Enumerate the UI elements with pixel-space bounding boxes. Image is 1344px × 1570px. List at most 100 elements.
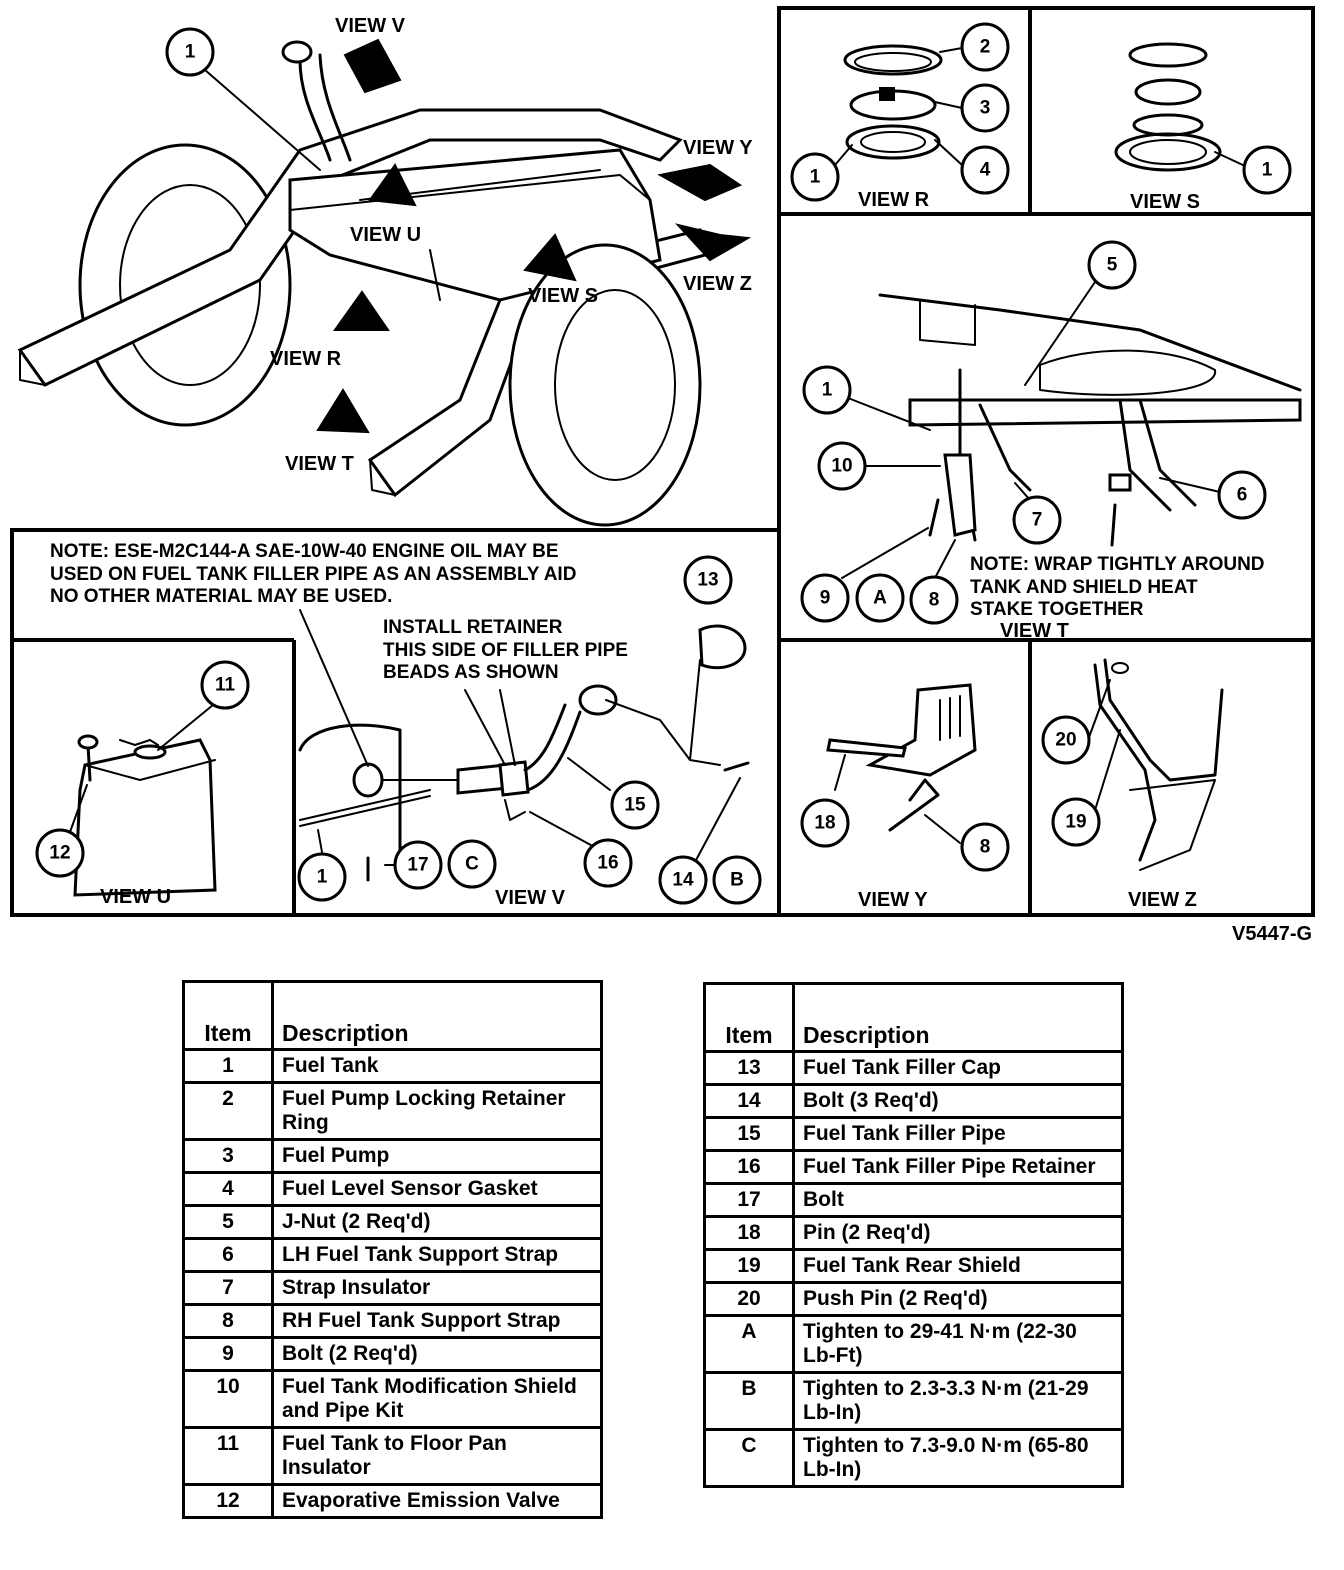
item-description: Strap Insulator (271, 1270, 603, 1306)
item-number: A (703, 1314, 795, 1374)
svg-text:20: 20 (1055, 730, 1076, 751)
svg-text:15: 15 (624, 795, 646, 816)
item-number: 19 (703, 1248, 795, 1284)
item-description: Bolt (3 Req'd) (792, 1083, 1124, 1119)
label-view-y: VIEW Y (858, 889, 928, 911)
svg-text:4: 4 (980, 160, 991, 181)
arrow-view-r (333, 290, 390, 331)
callout-15-view-v: 15 (610, 780, 660, 830)
callout-1-view-v: 1 (297, 852, 347, 902)
item-number: 18 (703, 1215, 795, 1251)
svg-text:12: 12 (49, 843, 70, 864)
note-retainer-line1: INSTALL RETAINER (383, 617, 563, 638)
callout-4-view-r: 4 (960, 145, 1010, 195)
callout-1-view-t: 1 (802, 365, 852, 415)
label-view-u-main: VIEW U (350, 224, 421, 246)
callout-12-view-u: 12 (35, 828, 85, 878)
item-description: Tighten to 2.3-3.3 N·m (21-29 Lb-In) (792, 1371, 1124, 1431)
item-description: Tighten to 29-41 N·m (22-30 Lb-Ft) (792, 1314, 1124, 1374)
item-description: Evaporative Emission Valve (271, 1483, 603, 1519)
callout-5-view-t: 5 (1087, 240, 1137, 290)
svg-text:10: 10 (831, 456, 852, 477)
svg-text:13: 13 (697, 570, 718, 591)
header-item: Item (182, 980, 274, 1051)
view-r-drawing (834, 44, 963, 166)
callout-11-view-u: 11 (200, 660, 250, 710)
svg-text:1: 1 (822, 380, 833, 401)
callout-8-view-y: 8 (960, 822, 1010, 872)
frame-bottom-right (777, 638, 1315, 917)
svg-text:A: A (873, 588, 887, 609)
item-description: Fuel Tank Rear Shield (792, 1248, 1124, 1284)
arrow-view-z (675, 223, 752, 262)
item-number: 20 (703, 1281, 795, 1317)
label-view-s: VIEW S (1130, 191, 1200, 213)
note-oil-line3: NO OTHER MATERIAL MAY BE USED. (50, 586, 392, 607)
header-item: Item (703, 982, 795, 1053)
item-description: Fuel Level Sensor Gasket (271, 1171, 603, 1207)
svg-text:8: 8 (980, 837, 991, 858)
item-description: Tighten to 7.3-9.0 N·m (65-80 Lb-In) (792, 1428, 1124, 1488)
callout-c-view-v: C (447, 839, 497, 889)
item-number: 7 (182, 1270, 274, 1306)
item-number: 15 (703, 1116, 795, 1152)
svg-text:1: 1 (185, 42, 196, 63)
label-view-y-main: VIEW Y (683, 137, 753, 159)
callout-13-view-v: 13 (683, 555, 733, 605)
item-description: Fuel Tank Filler Pipe Retainer (792, 1149, 1124, 1185)
exploded-view-diagram: VIEW V VIEW Y VIEW U VIEW Z VIEW S VIEW … (10, 6, 1315, 945)
item-number: 4 (182, 1171, 274, 1207)
note-oil-line2: USED ON FUEL TANK FILLER PIPE AS AN ASSE… (50, 564, 576, 585)
note-retainer-line2: THIS SIDE OF FILLER PIPE (383, 640, 628, 661)
arrow-view-v (343, 38, 402, 94)
svg-text:B: B (730, 870, 744, 891)
svg-text:8: 8 (929, 590, 940, 611)
callout-9-view-t: 9 (800, 573, 850, 623)
callout-19-view-z: 19 (1051, 797, 1101, 847)
item-number: 3 (182, 1138, 274, 1174)
callout-7-view-t: 7 (1012, 495, 1062, 545)
item-description: Bolt (792, 1182, 1124, 1218)
item-description: Pin (2 Req'd) (792, 1215, 1124, 1251)
item-number: 1 (182, 1048, 274, 1084)
svg-text:16: 16 (597, 853, 618, 874)
svg-text:5: 5 (1107, 255, 1118, 276)
item-number: 6 (182, 1237, 274, 1273)
note-retainer-line3: BEADS AS SHOWN (383, 662, 559, 683)
callout-3-view-r: 3 (960, 83, 1010, 133)
svg-text:17: 17 (407, 855, 428, 876)
item-number: 5 (182, 1204, 274, 1240)
callout-17-view-v: 17 (393, 840, 443, 890)
view-s-drawing (1114, 42, 1246, 172)
view-t-drawing (841, 281, 1302, 579)
callout-b-view-v: B (712, 855, 762, 905)
table-header-row: Item Description (182, 980, 603, 1051)
svg-text:1: 1 (810, 167, 821, 188)
svg-text:11: 11 (215, 675, 236, 696)
item-number: C (703, 1428, 795, 1488)
item-number: 11 (182, 1426, 274, 1486)
item-number: B (703, 1371, 795, 1431)
note-wrap-line2: TANK AND SHIELD HEAT (970, 577, 1198, 598)
item-number: 13 (703, 1050, 795, 1086)
left-frame-rail (17, 108, 683, 387)
callout-18-view-y: 18 (800, 798, 850, 848)
callout-1-main: 1 (165, 27, 215, 77)
label-view-s-main: VIEW S (528, 285, 598, 307)
svg-text:19: 19 (1065, 812, 1086, 833)
svg-text:C: C (465, 854, 479, 875)
label-view-r: VIEW R (858, 189, 930, 211)
callout-8-view-t: 8 (909, 575, 959, 625)
arrow-view-s (523, 233, 577, 282)
item-description: LH Fuel Tank Support Strap (271, 1237, 603, 1273)
arrow-view-y (657, 163, 743, 202)
